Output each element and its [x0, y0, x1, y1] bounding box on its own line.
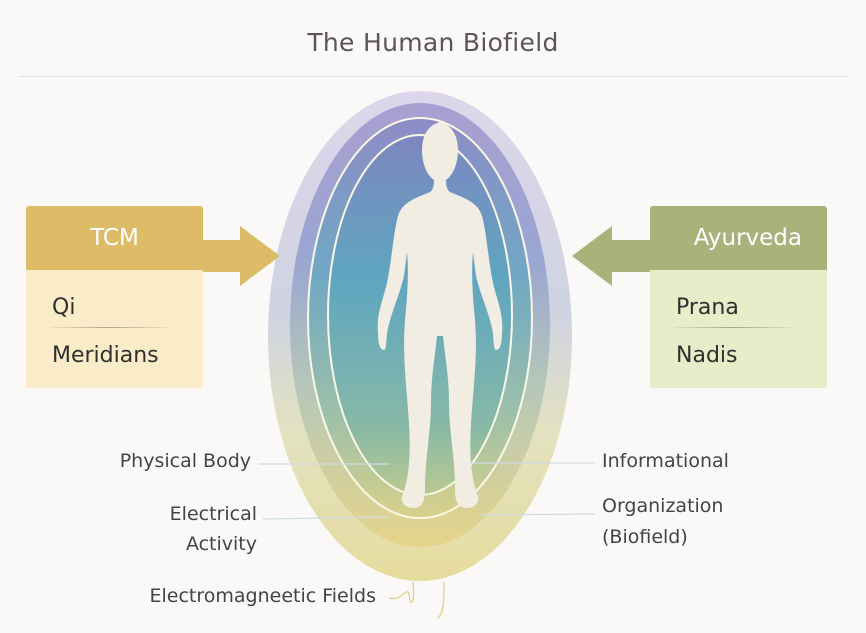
ayurveda-item-prana: Prana	[676, 295, 739, 320]
tcm-item-qi: Qi	[52, 295, 76, 320]
title-divider	[18, 76, 848, 77]
em-field-line-2	[437, 581, 445, 619]
human-silhouette	[377, 122, 503, 508]
electrical-leader	[262, 516, 391, 520]
label-physical-body: Physical Body	[119, 450, 251, 472]
diagram-title: The Human Biofield	[307, 28, 559, 57]
label-em-fields: Electromagneetic Fields	[149, 585, 377, 607]
tcm-box: TCM Qi Meridians	[26, 206, 203, 388]
ayurveda-separator	[674, 327, 792, 328]
tcm-arrow	[200, 226, 280, 286]
ayurveda-header: Ayurveda	[650, 206, 827, 270]
label-electrical: Electrical	[169, 503, 257, 525]
em-field-line-1	[388, 581, 415, 604]
ayurveda-body: Prana Nadis	[650, 270, 827, 388]
label-activity: Activity	[185, 533, 257, 555]
label-biofield: (Biofield)	[602, 526, 688, 548]
label-informational: Informational	[602, 450, 729, 472]
tcm-item-meridians: Meridians	[52, 343, 159, 368]
ayurveda-item-nadis: Nadis	[676, 343, 738, 368]
tcm-header: TCM	[26, 206, 203, 270]
ayurveda-box: Ayurveda Prana Nadis	[650, 206, 827, 388]
label-organization: Organization	[602, 495, 724, 517]
ayurveda-arrow	[572, 226, 652, 286]
tcm-separator	[50, 327, 168, 328]
organization-leader	[479, 513, 596, 516]
tcm-body: Qi Meridians	[26, 270, 203, 388]
